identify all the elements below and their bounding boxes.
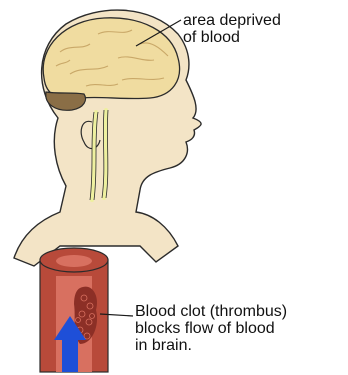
- clot-label-line-3: in brain.: [135, 337, 287, 354]
- area-deprived-label: area deprived of blood: [183, 12, 281, 46]
- area-label-line-1: area deprived: [183, 12, 281, 29]
- clot-label-line-2: blocks flow of blood: [135, 320, 287, 337]
- area-label-line-2: of blood: [183, 29, 281, 46]
- clot-label-line-1: Blood clot (thrombus): [135, 303, 287, 320]
- blood-clot-label: Blood clot (thrombus) blocks flow of blo…: [135, 303, 287, 354]
